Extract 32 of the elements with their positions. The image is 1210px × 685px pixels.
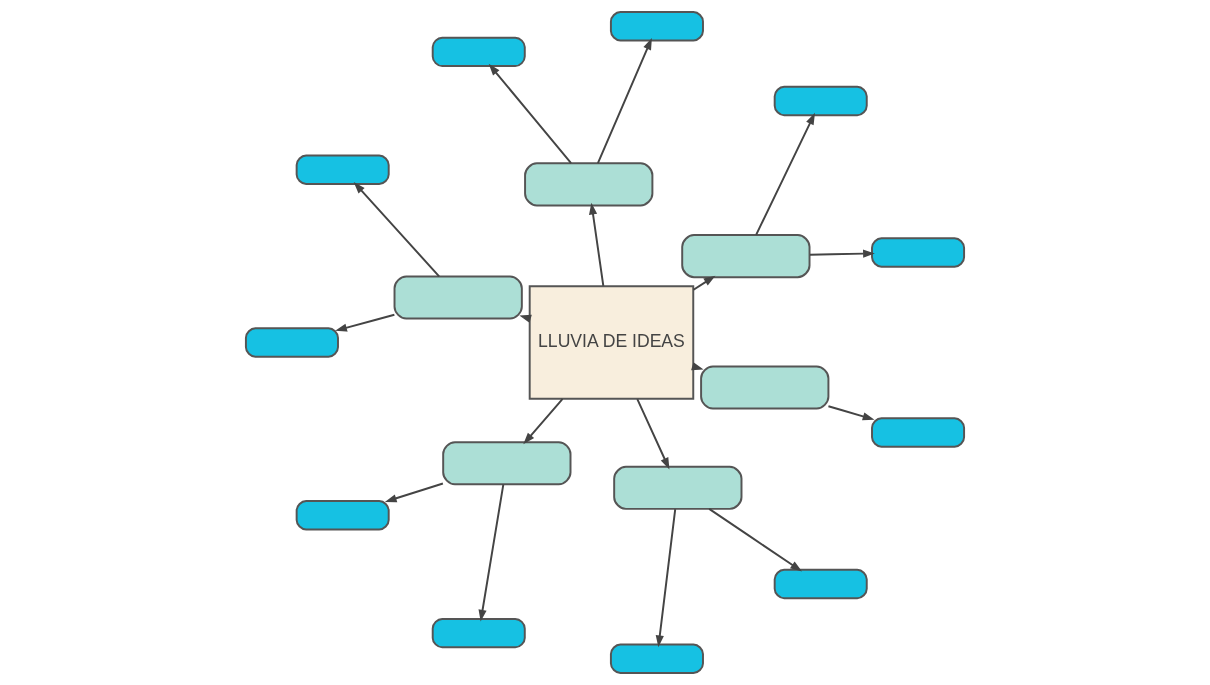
node-box	[393, 275, 523, 320]
arrow	[755, 112, 815, 236]
arrow	[353, 181, 441, 278]
node-pill	[295, 154, 390, 185]
node-box	[681, 234, 811, 279]
arrow	[655, 508, 677, 648]
node-pill	[871, 237, 966, 268]
node-pill	[244, 327, 339, 358]
node-box	[613, 465, 743, 510]
arrow	[809, 249, 875, 258]
arrow	[708, 507, 803, 572]
arrow	[488, 63, 573, 165]
node-pill	[609, 11, 704, 42]
node-box	[524, 162, 654, 207]
arrow	[478, 483, 505, 622]
node-pill	[773, 85, 868, 117]
node-box	[700, 365, 830, 410]
node-pill	[431, 36, 526, 68]
arrow	[384, 482, 444, 503]
node-pill	[609, 643, 704, 674]
arrow	[692, 275, 716, 291]
arrow	[335, 313, 396, 332]
node-box	[442, 441, 572, 486]
arrow	[827, 405, 875, 421]
node-pill	[871, 417, 966, 448]
node-pill	[773, 568, 868, 600]
arrow	[523, 398, 564, 445]
arrow	[636, 398, 670, 470]
arrow	[588, 202, 605, 287]
arrow	[596, 37, 652, 164]
node-pill	[431, 617, 526, 649]
node-pill	[295, 500, 390, 531]
